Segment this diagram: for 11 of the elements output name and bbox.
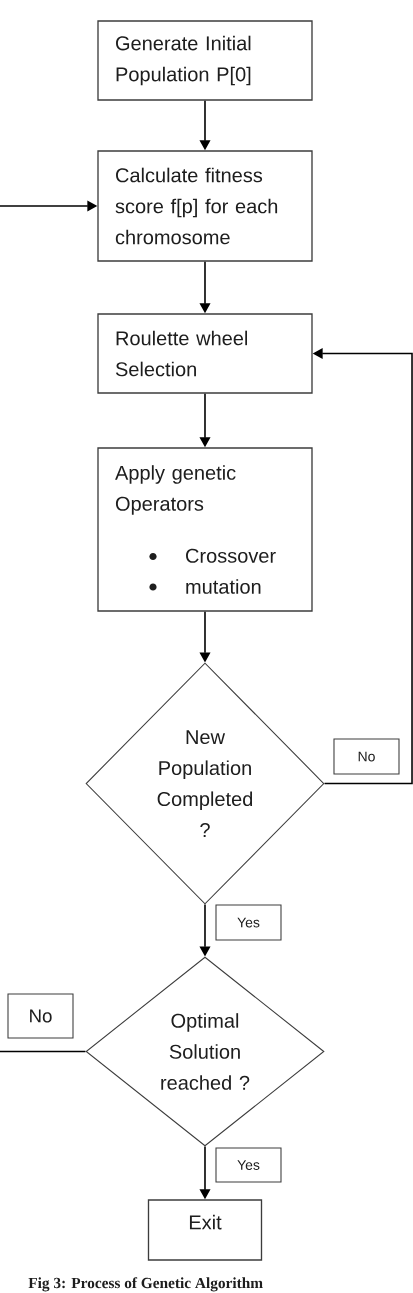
label-box: Yes	[215, 904, 282, 941]
end-box: Exit	[147, 1199, 263, 1261]
label-box: Yes	[215, 1147, 282, 1183]
process-box: Apply genetic Operators Crossover mutation	[97, 447, 313, 612]
caption: Fig 3: Process of Genetic Algorithm	[28, 1277, 263, 1292]
label-box: No	[7, 993, 74, 1039]
process-box: Calculate fitness score f[p] for each chromosome	[97, 150, 313, 262]
connector-line	[0, 1050, 87, 1053]
process-box: Generate Initial Population P[0]	[97, 20, 313, 101]
label-box: No	[333, 738, 400, 775]
process-box: Roulette wheel Selection	[97, 313, 313, 394]
